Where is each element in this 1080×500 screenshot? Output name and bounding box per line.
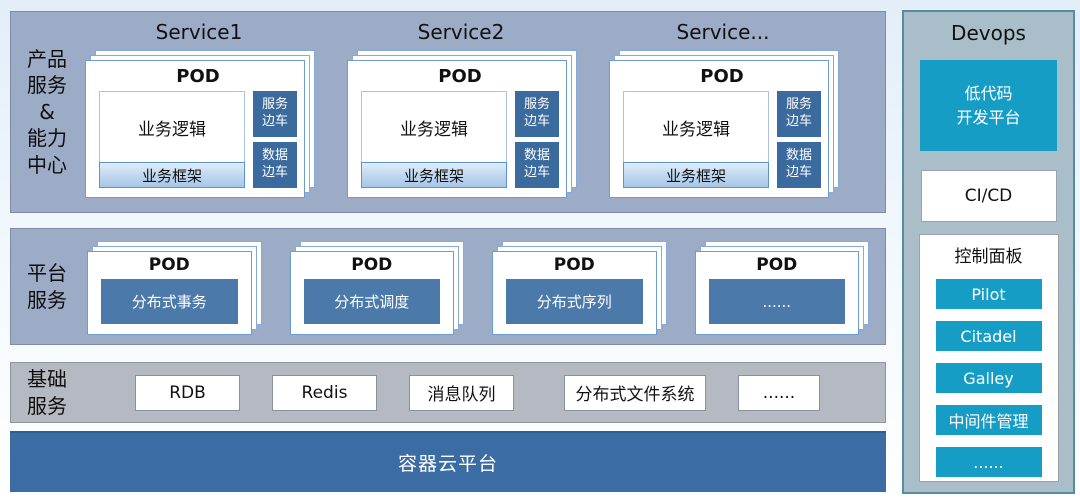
pod-body: 业务逻辑 业务框架 服务 边车 数据 边车 bbox=[361, 91, 559, 188]
infra-item-more: ...... bbox=[738, 374, 820, 411]
pod-title: POD bbox=[700, 66, 744, 87]
platform-pod-stack: POD 分布式调度 bbox=[289, 241, 464, 335]
logic-column: 业务逻辑 业务框架 bbox=[361, 91, 507, 188]
sidecar-column: 服务 边车 数据 边车 bbox=[777, 91, 821, 188]
platform-pod-card: POD 分布式序列 bbox=[492, 251, 657, 335]
services-row: Service1 POD 业务逻辑 业务框架 服务 边车 bbox=[83, 12, 885, 212]
pod-title: POD bbox=[553, 255, 595, 275]
platform-pod-card: POD 分布式事务 bbox=[87, 251, 252, 335]
service-group-2: Service2 POD 业务逻辑 业务框架 服务 边车 bbox=[345, 18, 607, 200]
business-framework-bar: 业务框架 bbox=[99, 162, 245, 188]
platform-pods-row: POD 分布式事务 POD 分布式调度 POD 分布式序列 bbox=[83, 229, 885, 344]
control-panel-box: 控制面板 Pilot Citadel Galley 中间件管理 ...... bbox=[918, 234, 1059, 482]
platform-service-box: 分布式调度 bbox=[303, 279, 440, 324]
devops-title: Devops bbox=[951, 21, 1026, 45]
pod-card: POD 业务逻辑 业务框架 服务 边车 数据 边车 bbox=[609, 60, 829, 198]
pod-title: POD bbox=[438, 66, 482, 87]
container-cloud-label: 容器云平台 bbox=[397, 453, 498, 475]
control-panel-item-middleware: 中间件管理 bbox=[935, 405, 1042, 435]
products-layer-label: 产品 服务 & 能力 中心 bbox=[27, 47, 67, 177]
pod-body: 业务逻辑 业务框架 服务 边车 数据 边车 bbox=[99, 91, 297, 188]
pod-stack: POD 业务逻辑 业务框架 服务 边车 数据 边车 bbox=[609, 50, 839, 198]
logic-column: 业务逻辑 业务框架 bbox=[99, 91, 245, 188]
pod-title: POD bbox=[756, 255, 798, 275]
control-panel-item-pilot: Pilot bbox=[935, 279, 1042, 309]
service-group-1: Service1 POD 业务逻辑 业务框架 服务 边车 bbox=[83, 18, 345, 200]
service-title: Service... bbox=[676, 20, 770, 44]
service-sidecar-box: 服务 边车 bbox=[253, 91, 297, 137]
products-layer-panel: 产品 服务 & 能力 中心 Service1 POD 业务逻辑 业务框架 bbox=[10, 11, 886, 213]
data-sidecar-box: 数据 边车 bbox=[777, 142, 821, 188]
data-sidecar-box: 数据 边车 bbox=[253, 142, 297, 188]
business-logic-box: 业务逻辑 bbox=[99, 91, 245, 163]
sidecar-column: 服务 边车 数据 边车 bbox=[515, 91, 559, 188]
pod-body: 业务逻辑 业务框架 服务 边车 数据 边车 bbox=[623, 91, 821, 188]
sidecar-column: 服务 边车 数据 边车 bbox=[253, 91, 297, 188]
service-title: Service1 bbox=[155, 20, 243, 44]
business-logic-box: 业务逻辑 bbox=[623, 91, 769, 163]
control-panel-item-more: ...... bbox=[935, 447, 1042, 477]
control-panel-item-galley: Galley bbox=[935, 363, 1042, 393]
container-cloud-bar: 容器云平台 bbox=[10, 431, 886, 492]
pod-title: POD bbox=[176, 66, 220, 87]
platform-layer-label: 平台 服务 bbox=[27, 261, 67, 312]
pod-card: POD 业务逻辑 业务框架 服务 边车 数据 边车 bbox=[85, 60, 305, 198]
control-panel-item-citadel: Citadel bbox=[935, 321, 1042, 351]
platform-pod-card: POD ...... bbox=[694, 251, 859, 335]
pod-title: POD bbox=[148, 255, 190, 275]
infra-item-distributed-fs: 分布式文件系统 bbox=[564, 374, 706, 411]
platform-service-box: 分布式序列 bbox=[506, 279, 643, 324]
infra-items-row: RDB Redis 消息队列 分布式文件系统 ...... bbox=[83, 363, 885, 422]
infra-item-rdb: RDB bbox=[135, 374, 240, 411]
infra-item-redis: Redis bbox=[272, 374, 377, 411]
pod-card: POD 业务逻辑 业务框架 服务 边车 数据 边车 bbox=[347, 60, 567, 198]
platform-service-box: 分布式事务 bbox=[101, 279, 238, 324]
logic-column: 业务逻辑 业务框架 bbox=[623, 91, 769, 188]
platform-service-box: ...... bbox=[708, 279, 845, 324]
platform-layer-panel: 平台 服务 POD 分布式事务 POD 分布式调度 bbox=[10, 228, 886, 345]
platform-pod-card: POD 分布式调度 bbox=[289, 251, 454, 335]
business-logic-box: 业务逻辑 bbox=[361, 91, 507, 163]
data-sidecar-box: 数据 边车 bbox=[515, 142, 559, 188]
control-panel-title: 控制面板 bbox=[954, 247, 1023, 267]
platform-pod-stack: POD ...... bbox=[694, 241, 869, 335]
service-sidecar-box: 服务 边车 bbox=[515, 91, 559, 137]
business-framework-bar: 业务框架 bbox=[361, 162, 507, 188]
pod-stack: POD 业务逻辑 业务框架 服务 边车 数据 边车 bbox=[347, 50, 577, 198]
service-group-3: Service... POD 业务逻辑 业务框架 服务 边车 bbox=[607, 18, 869, 200]
infra-layer-label: 基础 服务 bbox=[27, 367, 67, 418]
business-framework-bar: 业务框架 bbox=[623, 162, 769, 188]
infra-item-message-queue: 消息队列 bbox=[409, 374, 514, 411]
platform-pod-stack: POD 分布式事务 bbox=[87, 241, 262, 335]
cicd-box: CI/CD bbox=[920, 170, 1057, 222]
pod-title: POD bbox=[351, 255, 393, 275]
infra-layer-panel: 基础 服务 RDB Redis 消息队列 分布式文件系统 ...... bbox=[10, 362, 886, 423]
service-sidecar-box: 服务 边车 bbox=[777, 91, 821, 137]
service-title: Service2 bbox=[417, 20, 505, 44]
platform-pod-stack: POD 分布式序列 bbox=[492, 241, 667, 335]
lowcode-platform-box: 低代码 开发平台 bbox=[920, 60, 1057, 151]
pod-stack: POD 业务逻辑 业务框架 服务 边车 数据 边车 bbox=[85, 50, 315, 198]
devops-panel: Devops 低代码 开发平台 CI/CD 控制面板 Pilot Citadel… bbox=[902, 10, 1075, 494]
